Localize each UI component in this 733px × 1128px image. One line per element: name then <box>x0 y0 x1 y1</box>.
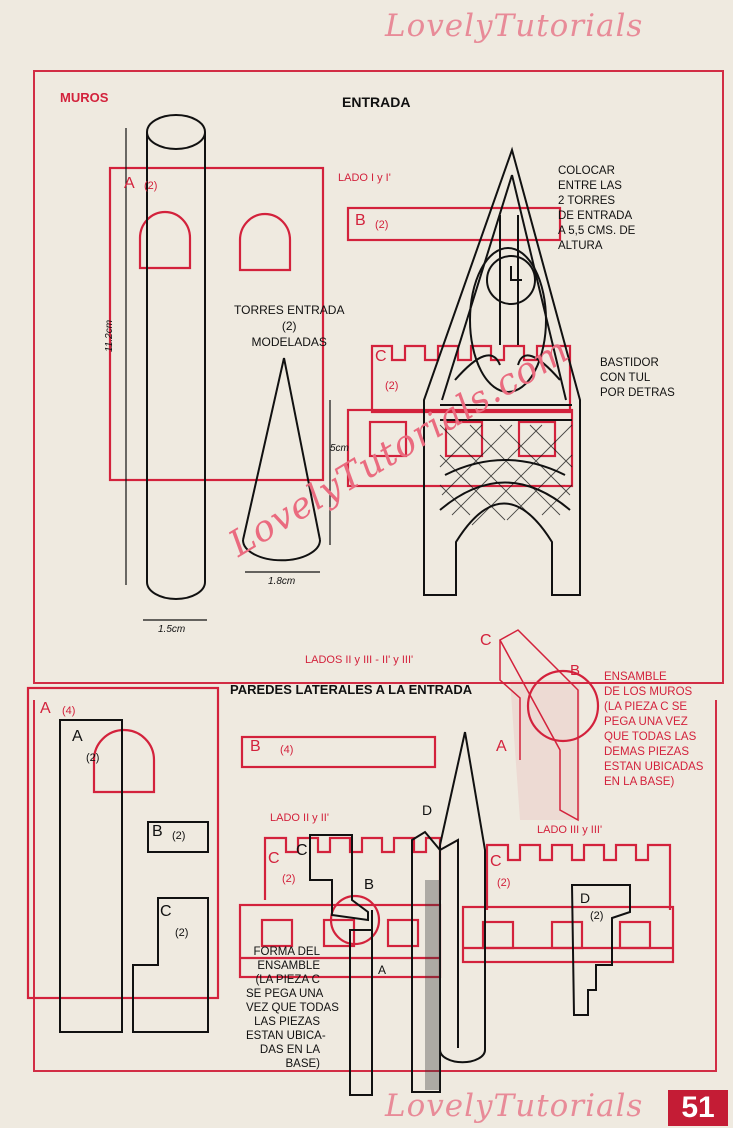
c-ii-letter: C <box>268 850 280 867</box>
piece-c-letter-bottom: C <box>160 903 172 920</box>
piece-b-letter: B <box>355 212 366 229</box>
ensamble-line-6: DEMAS PIEZAS <box>604 746 689 758</box>
piece-b4-letter: B <box>250 738 261 755</box>
piece-c-base <box>346 408 574 488</box>
entrada-title: ENTRADA <box>342 94 411 110</box>
assembly-c-letter: C <box>480 632 492 649</box>
forma-line-8: DAS EN LA <box>259 1044 320 1056</box>
iso-a-letter: A <box>378 963 387 977</box>
forma-line-1: FORMA DEL <box>253 946 320 958</box>
colocar-line-2: ENTRE LAS <box>558 180 622 192</box>
bastidor-line-2: CON TUL <box>600 372 651 384</box>
colocar-line-4: DE ENTRADA <box>558 210 633 222</box>
tower-note-line-1: TORRES ENTRADA <box>234 303 345 317</box>
watermark-top: LovelyTutorials <box>385 8 644 44</box>
piece-b4 <box>240 735 437 769</box>
piece-b-count: (2) <box>375 219 389 231</box>
assembly-b-letter: B <box>570 662 581 679</box>
ensamble-line-4: PEGA UNA VEZ <box>604 716 688 728</box>
forma-line-5: VEZ QUE TODAS <box>246 1002 339 1014</box>
assembly-a-letter: A <box>496 738 507 755</box>
piece-b-top <box>346 206 562 242</box>
d-iii-letter: D <box>580 890 591 906</box>
c-iii-letter: C <box>490 853 502 870</box>
dim-cone: 5cm <box>330 443 349 454</box>
ensamble-line-8: EN LA BASE) <box>604 776 675 788</box>
piece-a-letter-bottom: A <box>72 728 83 745</box>
forma-line-2: ENSAMBLE <box>257 960 320 972</box>
ensamble-line-2: DE LOS MUROS <box>604 686 693 698</box>
forma-line-3: (LA PIEZA C <box>255 974 320 986</box>
forma-line-4: SE PEGA UNA <box>246 988 324 1000</box>
piece-c-top <box>370 344 572 414</box>
tower-note-line-2: (2) <box>281 319 297 333</box>
lado-ii-label: LADO II y II' <box>270 812 329 824</box>
bastidor-line-3: POR DETRAS <box>600 387 675 399</box>
forma-line-7: ESTAN UBICA- <box>246 1030 326 1042</box>
bastidor-line-1: BASTIDOR <box>600 357 659 369</box>
iso-c-letter: C <box>296 842 308 859</box>
ensamble-line-5: QUE TODAS LAS <box>604 731 697 743</box>
ensamble-line-7: ESTAN UBICADAS <box>604 761 704 773</box>
c-ii-count: (2) <box>282 873 296 885</box>
piece-a-top <box>108 166 325 482</box>
piece-a-count: (2) <box>144 180 158 192</box>
piece-a-count-bottom: (2) <box>86 752 100 764</box>
colocar-line-6: ALTURA <box>558 240 603 252</box>
colocar-line-5: A 5,5 CMS. DE <box>558 225 636 237</box>
watermark-bottom: LovelyTutorials <box>385 1088 644 1124</box>
colocar-note: COLOCAR ENTRE LAS 2 TORRES DE ENTRADA A … <box>558 164 635 254</box>
dim-width: 1.5cm <box>158 624 186 635</box>
piece-b4-count: (4) <box>280 744 294 756</box>
ensamble-line-3: (LA PIEZA C SE <box>604 701 688 713</box>
tower-note-line-3: MODELADAS <box>251 335 327 349</box>
paredes-title: PAREDES LATERALES A LA ENTRADA <box>230 682 473 697</box>
d-iii-count: (2) <box>590 910 604 922</box>
bastidor-note: BASTIDOR CON TUL POR DETRAS <box>600 356 675 401</box>
top-frame <box>33 70 724 684</box>
piece-a-letter: A <box>124 175 135 192</box>
piece-c-count: (2) <box>385 380 399 392</box>
tower-note: TORRES ENTRADA (2) MODELADAS <box>234 302 344 350</box>
dim-height: 11.2cm <box>104 319 115 352</box>
ensamble-note: ENSAMBLE DE LOS MUROS (LA PIEZA C SE PEG… <box>604 670 703 790</box>
ensamble-line-1: ENSAMBLE <box>604 671 667 683</box>
colocar-line-3: 2 TORRES <box>558 195 616 207</box>
forma-line-9: BASE) <box>285 1058 320 1070</box>
piece-c-count-bottom: (2) <box>175 927 189 939</box>
colocar-line-1: COLOCAR <box>558 165 615 177</box>
window-arch-2 <box>238 212 292 272</box>
lados-label: LADOS II y III - II' y III' <box>305 654 414 666</box>
iso-b-letter: B <box>364 876 375 893</box>
piece-b-letter-bottom: B <box>152 823 163 840</box>
iso-d-letter: D <box>422 802 433 818</box>
piece-a4-count: (4) <box>62 705 76 717</box>
lado-iii-label: LADO III y III' <box>537 824 603 836</box>
forma-line-6: LAS PIEZAS <box>254 1016 320 1028</box>
window-arch-1 <box>138 210 192 270</box>
section-label: MUROS <box>60 90 109 105</box>
page-number: 51 <box>668 1090 728 1126</box>
dim-cone-base: 1.8cm <box>268 576 296 587</box>
forma-note: FORMA DEL ENSAMBLE (LA PIEZA C SE PEGA U… <box>246 945 339 1071</box>
piece-a4-letter: A <box>40 700 51 717</box>
c-iii-count: (2) <box>497 877 511 889</box>
piece-c-letter: C <box>375 348 387 365</box>
piece-b-count-bottom: (2) <box>172 830 186 842</box>
bottom-frame <box>33 700 717 1072</box>
lado-label: LADO I y I' <box>338 172 391 184</box>
